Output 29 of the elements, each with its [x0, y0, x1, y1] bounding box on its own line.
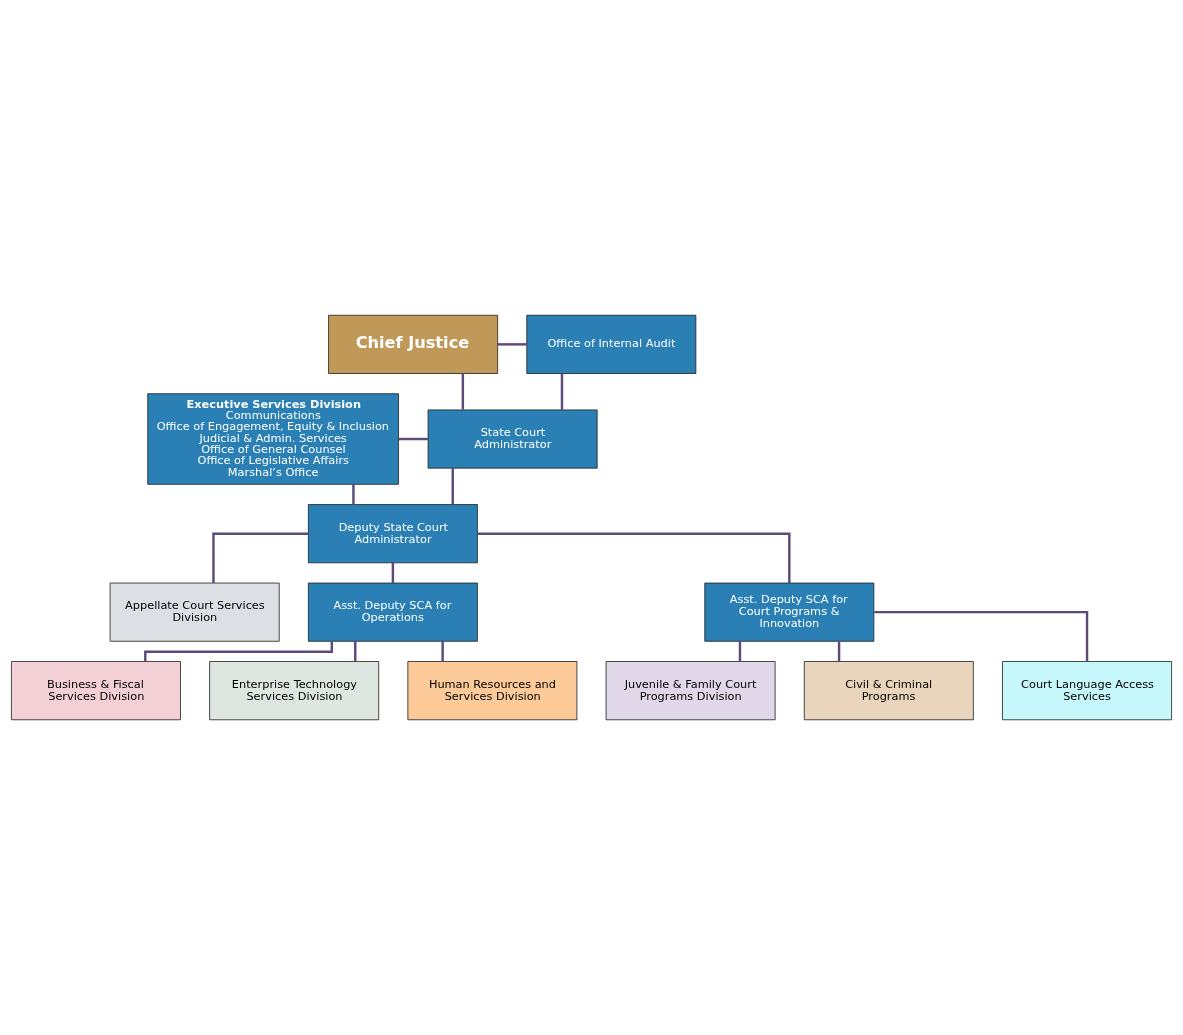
connector [560, 373, 564, 410]
connector [497, 343, 527, 346]
connector [398, 437, 428, 441]
connector [352, 484, 355, 505]
node-box: Business & Fiscal Services Division [11, 661, 181, 721]
node-box: Appellate Court Services Division [109, 582, 280, 642]
connector [144, 641, 333, 662]
connector [874, 610, 1089, 662]
connector [837, 641, 841, 662]
node-box: State Court Administrator [427, 409, 598, 469]
connector [477, 532, 791, 583]
connector [212, 532, 309, 583]
connector [441, 641, 444, 662]
connector [738, 641, 742, 662]
connector [451, 468, 454, 505]
node-box: Deputy State Court Administrator [307, 504, 478, 564]
connector [391, 562, 395, 583]
node-box: Enterprise Technology Services Division [209, 661, 380, 721]
node-box: Office of Internal Audit [526, 314, 697, 374]
node-box: Court Language Access Services [1002, 661, 1172, 721]
node-box: Human Resources and Services Division [407, 661, 578, 721]
node-box: Asst. Deputy SCA for Court Programs & Innovation [704, 582, 875, 642]
node-box: Juvenile & Family Court Programs Division [605, 661, 776, 721]
connector [354, 641, 357, 662]
connector [461, 373, 465, 410]
node-box: Civil & Criminal Programs [803, 661, 974, 721]
node-box: Executive Services Division Communications Office of Engagement, Equity & Inclusion Judicial & Admin. Services Office of General Counsel Office of Legislative Affairs Marshal’s Office [147, 393, 399, 485]
node-box: Asst. Deputy SCA for Operations [307, 582, 478, 642]
node-box: Chief Justice [328, 314, 499, 374]
